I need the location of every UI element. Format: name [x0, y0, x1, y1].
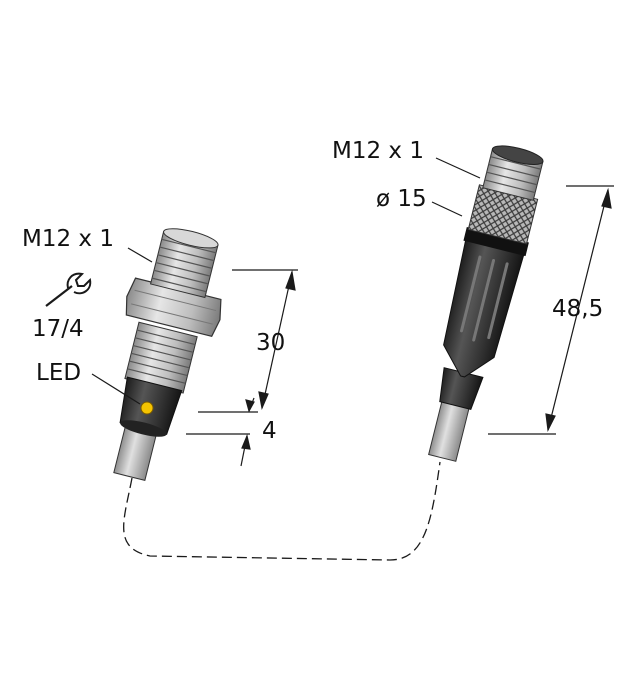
connector-cable — [428, 399, 470, 462]
connector-diameter-label: ø 15 — [376, 186, 427, 212]
connector — [428, 145, 544, 462]
connector-thread-label: M12 x 1 — [332, 138, 424, 164]
led-label: LED — [36, 360, 82, 386]
wrench-icon — [45, 272, 92, 307]
leader-connector-thread — [435, 157, 481, 179]
connector-length-label: 48,5 — [552, 296, 604, 322]
sensor-thread-label: M12 x 1 — [22, 226, 114, 252]
led-indicator — [140, 401, 154, 415]
leader-sensor-thread — [127, 247, 153, 263]
dimension-4 — [186, 397, 255, 467]
dimension-48-5 — [488, 185, 614, 435]
sensor — [113, 228, 222, 481]
sensor-length-label: 30 — [256, 330, 286, 356]
cap-length-label: 4 — [262, 418, 277, 444]
leader-connector-diameter — [431, 201, 463, 217]
wrench-size-label: 17/4 — [32, 316, 84, 342]
cable-link-dashed — [123, 461, 441, 561]
leader-led — [91, 373, 141, 405]
dimension-30 — [198, 269, 298, 413]
